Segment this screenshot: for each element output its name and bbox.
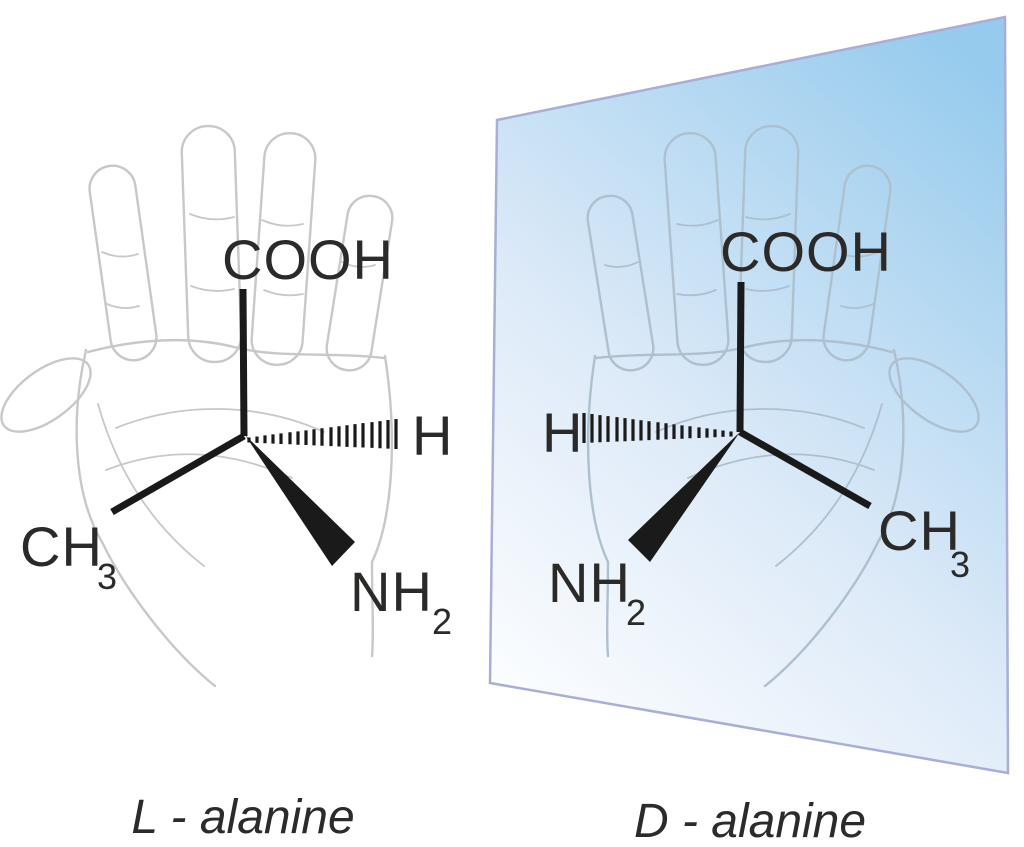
l-bond-c-ch3 bbox=[110, 432, 246, 516]
left-hand-outline bbox=[0, 123, 397, 688]
l-bond-c-cooh bbox=[239, 288, 248, 437]
d-alanine-caption: D - alanine bbox=[634, 795, 866, 847]
mirror-plane bbox=[488, 15, 1010, 775]
l-label-ch-sub: 3 bbox=[97, 556, 117, 597]
l-label-cooh: COOH bbox=[222, 228, 394, 291]
l-alanine-caption: L - alanine bbox=[131, 791, 354, 844]
l-alanine-structure: COOH H CH 3 NH 2 bbox=[20, 228, 453, 642]
d-bond-c-h-hashed bbox=[582, 413, 733, 443]
l-label-h: H bbox=[412, 404, 453, 467]
l-label-nh-sub: 2 bbox=[432, 601, 452, 642]
d-label-nh-sub: 2 bbox=[626, 592, 646, 633]
d-bond-c-cooh bbox=[736, 281, 745, 433]
l-label-nh: NH bbox=[350, 560, 433, 623]
l-bond-c-h-hashed bbox=[247, 419, 398, 449]
d-bond-c-nh2-wedge bbox=[628, 432, 740, 562]
d-label-h: H bbox=[542, 401, 583, 464]
l-bond-c-nh2-wedge bbox=[245, 435, 355, 566]
d-label-ch: CH bbox=[878, 499, 961, 562]
d-label-cooh: COOH bbox=[720, 220, 892, 283]
d-label-ch-sub: 3 bbox=[950, 544, 970, 585]
l-label-ch: CH bbox=[20, 515, 103, 578]
d-alanine-structure: COOH H CH 3 NH 2 bbox=[542, 220, 970, 633]
d-label-nh: NH bbox=[548, 551, 631, 614]
d-bond-c-ch3 bbox=[738, 428, 872, 510]
